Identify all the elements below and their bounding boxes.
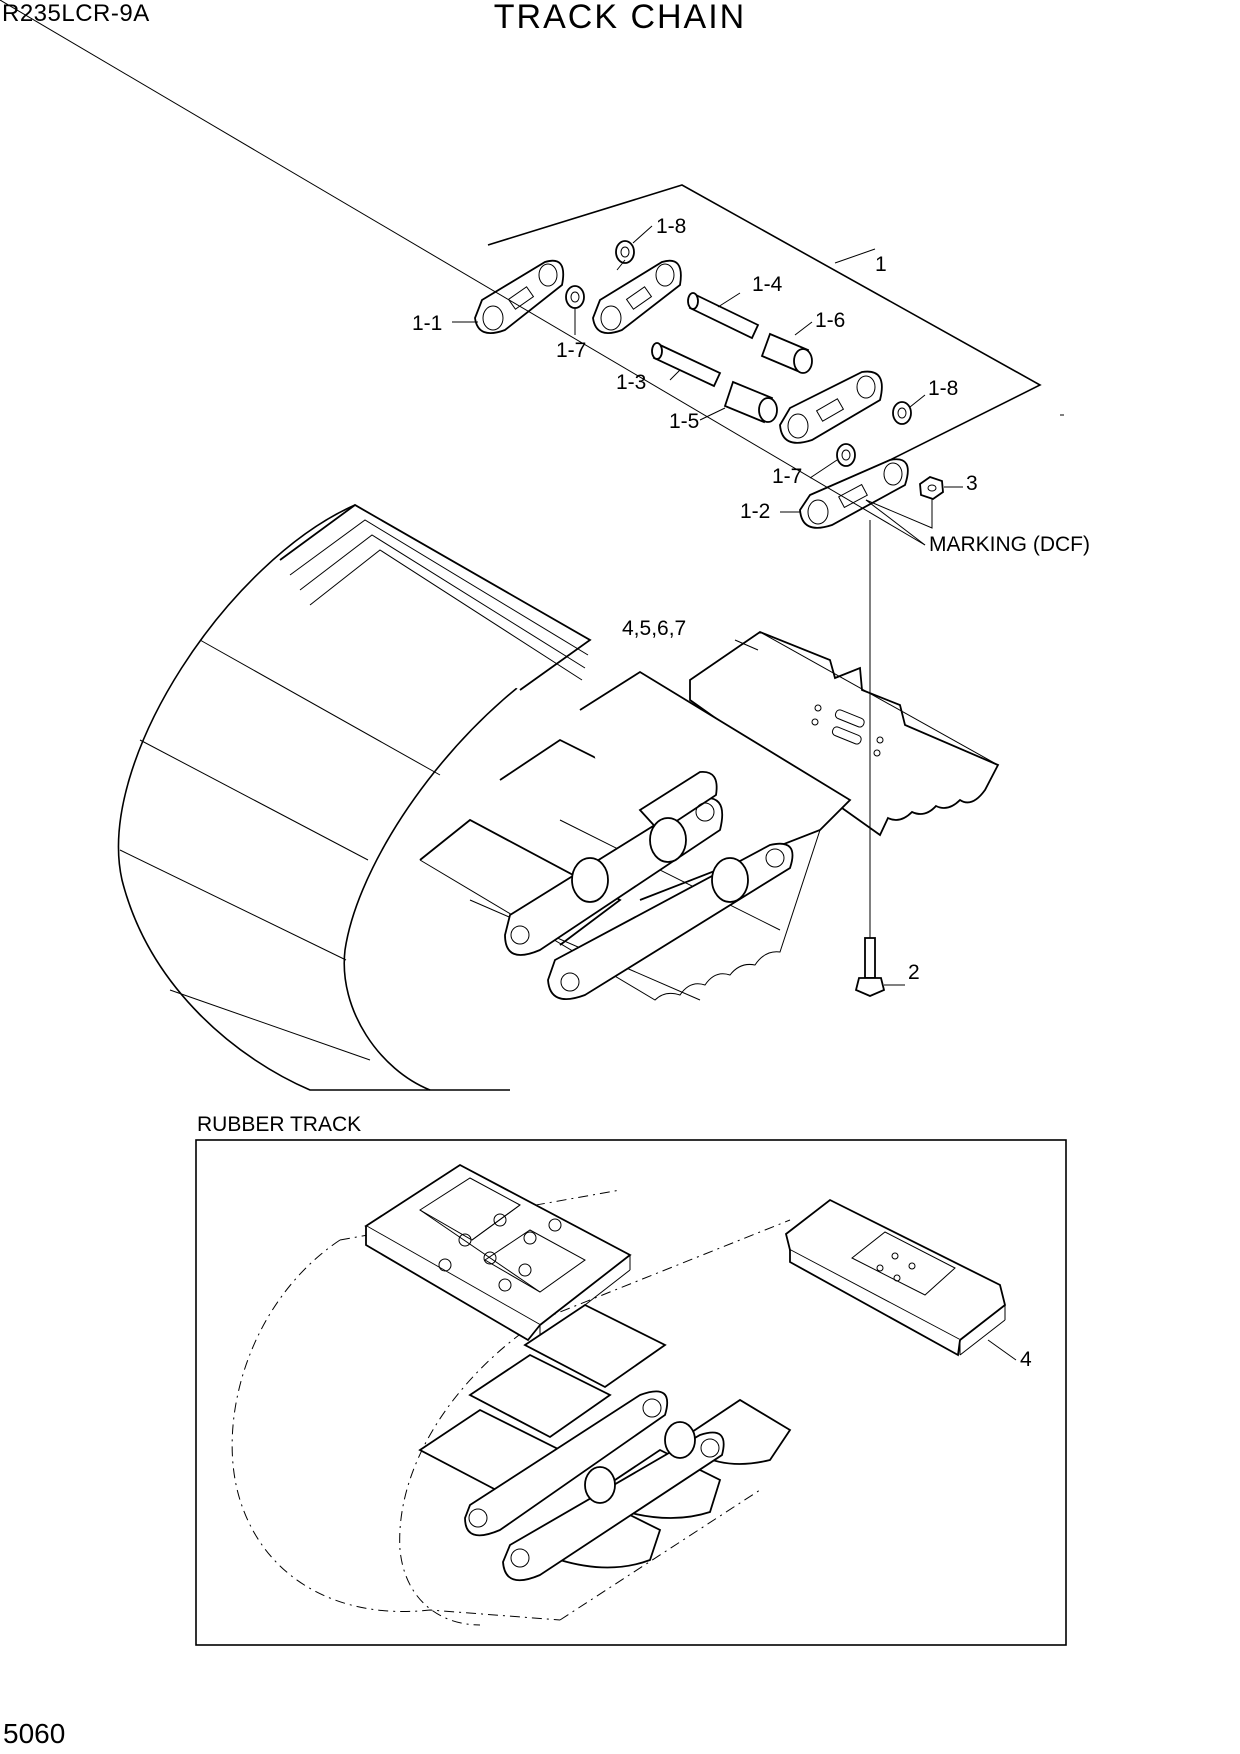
callout-1-8-upper: 1-8 xyxy=(656,215,686,238)
marking-label: MARKING (DCF) xyxy=(929,533,1090,556)
inset-frame xyxy=(195,1139,1067,1646)
callout-2: 2 xyxy=(908,961,920,984)
callout-4-5-6-7: 4,5,6,7 xyxy=(622,617,686,640)
seal-1-8-upper xyxy=(615,240,635,264)
inset-label: RUBBER TRACK xyxy=(197,1113,361,1136)
seal-1-7-lower xyxy=(836,443,856,467)
rubber-track-inset: RUBBER TRACK xyxy=(195,1113,1067,1646)
page-number: 5060 xyxy=(3,1718,66,1749)
callout-1-7-lower: 1-7 xyxy=(772,465,802,488)
track-shoe xyxy=(689,630,1000,837)
marking-leader xyxy=(865,499,926,546)
bolt-2 xyxy=(854,937,886,997)
callout-1-2: 1-2 xyxy=(740,500,770,523)
pin-1-3 xyxy=(651,342,722,388)
callout-1: 1 xyxy=(875,253,887,276)
callout-4-rubber: 4 xyxy=(1020,1348,1032,1371)
seal-1-7-upper xyxy=(565,285,585,309)
callout-1-7-upper: 1-7 xyxy=(556,339,586,362)
page-title: TRACK CHAIN xyxy=(493,0,747,36)
assembly-leader xyxy=(834,248,876,264)
leader-lines xyxy=(0,0,1064,986)
callout-1-5: 1-5 xyxy=(669,410,699,433)
pin-1-4 xyxy=(687,292,760,340)
nut-3 xyxy=(919,476,944,500)
callout-1-4: 1-4 xyxy=(752,273,783,296)
seal-1-8-lower xyxy=(892,401,912,425)
bushing-1-5 xyxy=(723,380,778,424)
assembly-boundary xyxy=(487,184,1042,471)
callout-1-1: 1-1 xyxy=(412,312,442,335)
model-number: R235LCR-9A xyxy=(2,0,150,27)
bushing-1-6 xyxy=(760,332,813,374)
link-1-1 xyxy=(474,259,565,334)
link-outer-lower xyxy=(779,370,883,444)
callout-1-3: 1-3 xyxy=(616,371,646,394)
steel-track-assembly xyxy=(117,503,852,1091)
link-1-2 xyxy=(799,458,909,529)
callout-3: 3 xyxy=(966,472,978,495)
callout-1-6: 1-6 xyxy=(815,309,845,332)
link-outer-upper xyxy=(592,259,682,334)
callout-1-8-lower: 1-8 xyxy=(928,377,958,400)
